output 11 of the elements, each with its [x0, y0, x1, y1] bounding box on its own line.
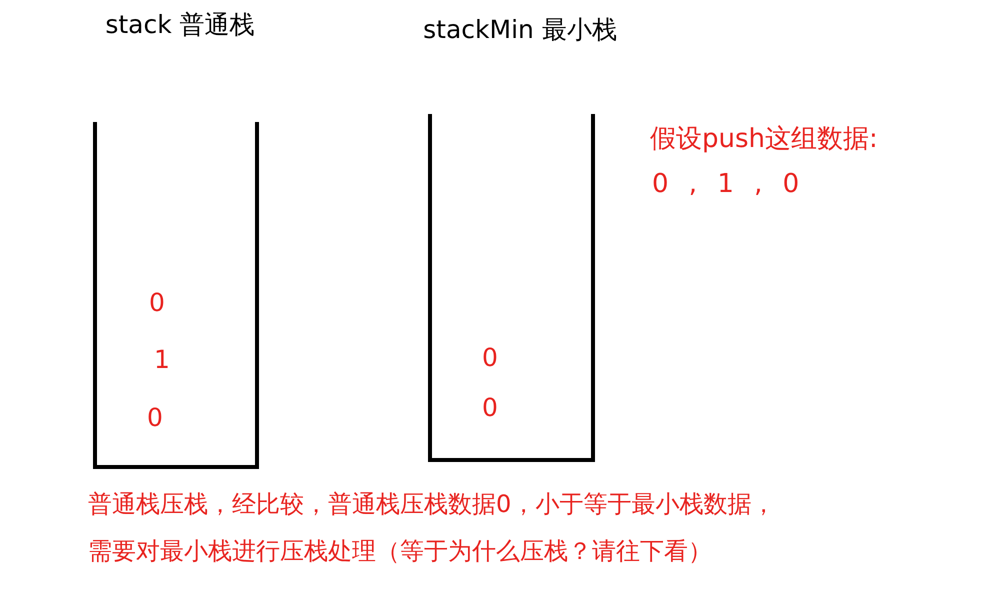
stack-value: 0: [148, 288, 166, 318]
explanation-text: 需要对最小栈进行压栈处理（等于为什么压栈？请往下看）: [88, 536, 712, 566]
stack-heading: stack 普通栈: [104, 10, 256, 40]
stack-value: 0: [481, 393, 499, 423]
explanation-text: 普通栈压栈，经比较，普通栈压栈数据0，小于等于最小栈数据，: [88, 489, 776, 519]
stack-value: 0: [481, 343, 499, 373]
data-sequence: 0 , 1 , 0: [652, 169, 800, 199]
stack-value: 1: [153, 345, 171, 375]
stack-value: 0: [146, 403, 164, 433]
stack-heading: stackMin 最小栈: [422, 15, 618, 45]
note-text: 假设push这组数据:: [650, 124, 878, 154]
